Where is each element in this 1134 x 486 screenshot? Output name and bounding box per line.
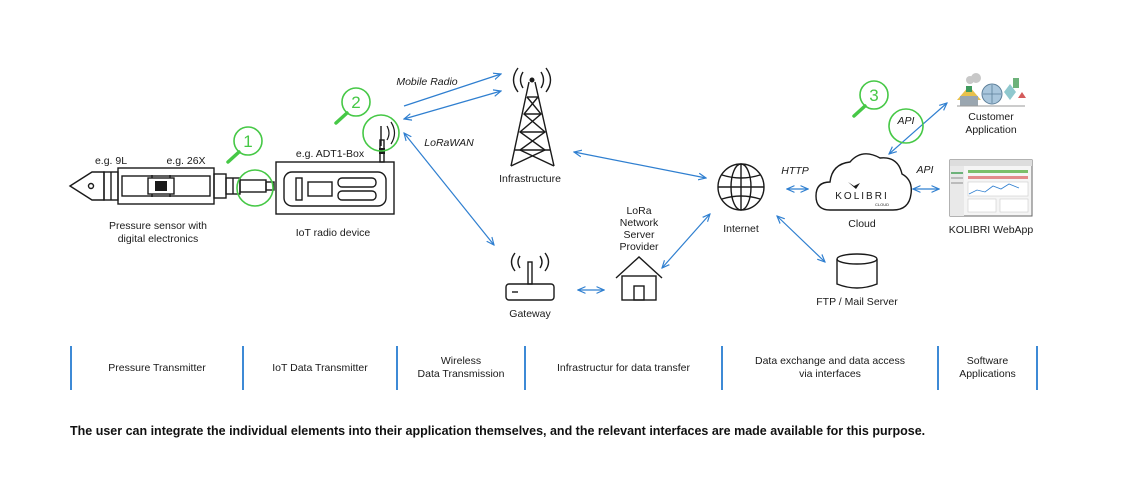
iot-radio-device-label: IoT radio device: [296, 227, 371, 239]
lorawan-arrow: [404, 133, 494, 245]
internet-ftp-arrow: [777, 216, 825, 262]
cloud-icon: KOLIBRI CLOUD: [815, 153, 912, 211]
mobile-radio-arrow-bidirectional: [404, 91, 501, 119]
cell-tower-icon: [510, 67, 555, 167]
lora-provider-line-3: Server: [624, 229, 655, 241]
category-pressure-transmitter: Pressure Transmitter: [70, 346, 242, 390]
customer-application-line-1: Customer: [968, 111, 1014, 123]
step-2-number: 2: [351, 93, 360, 112]
category-infrastructure: Infrastructur for data transfer: [524, 346, 721, 390]
footer-note: The user can integrate the individual el…: [70, 424, 926, 438]
step-3-number: 3: [869, 86, 878, 105]
kolibri-logo-text: KOLIBRI: [835, 191, 888, 202]
category-software-applications: Software Applications: [937, 346, 1038, 390]
step-1-number: 1: [243, 132, 252, 151]
category-bar: Pressure Transmitter IoT Data Transmitte…: [70, 346, 1038, 390]
pressure-sensor-icon: [68, 167, 275, 205]
api-label-customer: API: [897, 115, 915, 127]
step-1-marker: 1: [226, 126, 263, 164]
step-3-highlight: [888, 108, 924, 144]
category-data-exchange: Data exchange and data access via interf…: [721, 346, 937, 390]
kolibri-webapp-label: KOLIBRI WebApp: [949, 224, 1034, 236]
adt1-box-label: e.g. ADT1-Box: [296, 148, 365, 160]
globe-icon: [717, 163, 765, 211]
lora-server-house-icon: [615, 256, 663, 301]
gateway-icon: [505, 252, 555, 301]
sensor-caption-line-1: Pressure sensor with: [109, 220, 207, 232]
step-2-marker: 2: [334, 87, 371, 125]
infrastructure-internet-arrow: [574, 152, 706, 178]
internet-label: Internet: [723, 223, 759, 235]
api-label-webapp: API: [916, 164, 934, 176]
lora-provider-line-4: Provider: [619, 241, 659, 253]
http-label: HTTP: [781, 165, 808, 177]
eg-9l-label: e.g. 9L: [95, 155, 127, 167]
lorawan-label: LoRaWAN: [424, 137, 474, 149]
gateway-label: Gateway: [509, 308, 551, 320]
webapp-screenshot-thumbnail: [949, 159, 1033, 217]
eg-26x-label: e.g. 26X: [166, 155, 205, 167]
step-3-marker: 3: [852, 80, 889, 118]
mobile-radio-label: Mobile Radio: [396, 76, 457, 88]
cloud-customer-app-arrow: [889, 103, 947, 154]
lora-internet-arrow: [662, 214, 710, 268]
category-wireless-data-transmission: Wireless Data Transmission: [396, 346, 524, 390]
ftp-mail-server-label: FTP / Mail Server: [816, 296, 898, 308]
step-1-highlight: [236, 169, 274, 207]
lora-provider-line-1: LoRa: [626, 205, 651, 217]
customer-application-line-2: Application: [965, 124, 1017, 136]
sensor-caption-line-2: digital electronics: [118, 233, 199, 245]
lora-provider-line-2: Network: [620, 217, 659, 229]
step-2-highlight: [362, 114, 400, 152]
infrastructure-label: Infrastructure: [499, 173, 561, 185]
cloud-label: Cloud: [848, 218, 876, 230]
customer-application-icons: [957, 73, 1026, 107]
database-icon: [836, 253, 878, 289]
kolibri-logo-subtext: CLOUD: [875, 202, 889, 207]
category-iot-data-transmitter: IoT Data Transmitter: [242, 346, 396, 390]
